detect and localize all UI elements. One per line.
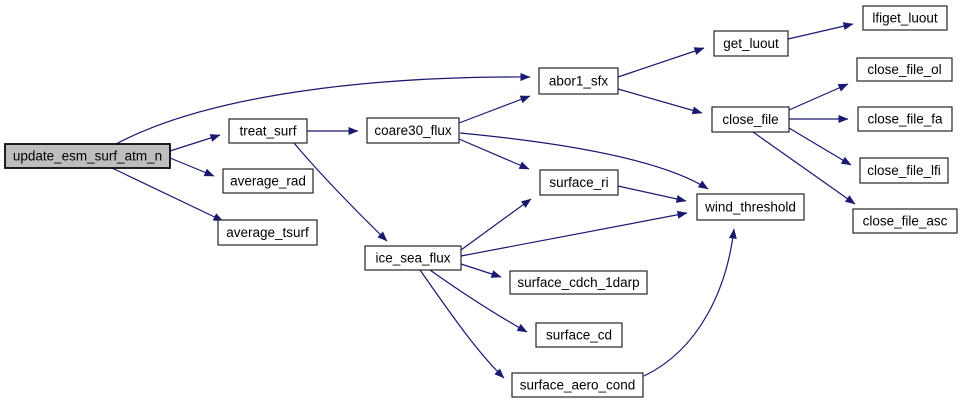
node-box-surface_cdch_1darp[interactable] [509,270,648,295]
edge-ice_sea_flux--wind_threshold [460,210,688,257]
node-box-update_esm_surf_atm_n [4,143,171,169]
edge-close_file--close_file_lfi [788,127,852,166]
node-label-surface_cdch_1darp: surface_cdch_1darp [517,275,639,290]
edge-close_file--close_file_asc [752,131,856,205]
node-surface_aero_cond[interactable]: surface_aero_cond [511,372,644,398]
node-coare30_flux[interactable]: coare30_flux [366,117,460,144]
node-surface_cdch_1darp[interactable]: surface_cdch_1darp [509,270,648,295]
node-box-close_file[interactable] [711,106,790,133]
node-label-wind_threshold: wind_threshold [704,200,796,215]
edge-update_esm_surf_atm_n--abor1_sfx [115,72,531,145]
node-label-close_file_lfi: close_file_lfi [867,163,941,178]
node-label-average_rad: average_rad [230,174,306,189]
node-box-wind_threshold[interactable] [696,193,805,221]
node-close_file_ol[interactable]: close_file_ol [856,57,953,82]
edge-get_luout--lfiget_luout [787,22,854,40]
edge-treat_surf--ice_sea_flux [293,142,388,242]
node-surface_cd[interactable]: surface_cd [535,322,623,348]
edge-ice_sea_flux--surface_cdch_1darp [460,263,502,278]
node-label-ice_sea_flux: ice_sea_flux [375,251,450,266]
node-box-treat_surf[interactable] [228,118,308,144]
edge-update_esm_surf_atm_n--treat_surf [169,134,221,152]
node-label-close_file_ol: close_file_ol [867,62,941,77]
node-box-close_file_lfi[interactable] [859,157,949,184]
node-abor1_sfx[interactable]: abor1_sfx [538,67,619,95]
node-label-close_file: close_file [722,112,778,127]
node-average_tsurf[interactable]: average_tsurf [217,219,318,246]
node-update_esm_surf_atm_n: update_esm_surf_atm_n [4,143,171,169]
node-wind_threshold[interactable]: wind_threshold [696,193,805,221]
node-box-get_luout[interactable] [713,30,789,57]
node-get_luout[interactable]: get_luout [713,30,789,57]
edge-coare30_flux--wind_threshold [459,132,709,190]
edge-ice_sea_flux--surface_aero_cond [419,269,505,379]
node-box-surface_cd[interactable] [535,322,623,348]
node-label-coare30_flux: coare30_flux [374,123,452,138]
nodes-layer: update_esm_surf_atm_n treat_surf average_r… [4,5,958,398]
edge-close_file--close_file_ol [788,83,849,111]
node-close_file[interactable]: close_file [711,106,790,133]
node-box-close_file_ol[interactable] [856,57,953,82]
edge-ice_sea_flux--surface_cd [429,269,528,333]
node-label-surface_cd: surface_cd [546,328,612,343]
edge-update_esm_surf_atm_n--average_tsurf [111,167,224,222]
edge-surface_aero_cond--wind_threshold [643,228,737,377]
node-label-average_tsurf: average_tsurf [226,225,309,240]
node-label-close_file_fa: close_file_fa [867,112,943,127]
node-box-abor1_sfx[interactable] [538,67,619,95]
node-close_file_fa[interactable]: close_file_fa [857,106,953,132]
node-box-lfiget_luout[interactable] [862,5,948,31]
node-label-surface_ri: surface_ri [549,175,608,190]
node-close_file_lfi[interactable]: close_file_lfi [859,157,949,184]
edges-layer [111,22,856,379]
node-box-average_tsurf[interactable] [217,219,318,246]
node-average_rad[interactable]: average_rad [222,168,314,194]
node-surface_ri[interactable]: surface_ri [539,169,619,196]
node-close_file_asc[interactable]: close_file_asc [852,208,958,234]
node-box-surface_aero_cond[interactable] [511,372,644,398]
edge-update_esm_surf_atm_n--average_rad [169,157,215,177]
edge-coare30_flux--abor1_sfx [458,95,531,124]
node-box-ice_sea_flux[interactable] [364,245,462,271]
node-box-surface_ri[interactable] [539,169,619,196]
node-label-get_luout: get_luout [723,36,779,51]
edge-abor1_sfx--close_file [617,88,703,115]
node-label-surface_aero_cond: surface_aero_cond [520,378,636,393]
edge-surface_ri--wind_threshold [617,185,687,203]
node-lfiget_luout[interactable]: lfiget_luout [862,5,948,31]
node-box-coare30_flux[interactable] [366,117,460,144]
node-box-close_file_fa[interactable] [857,106,953,132]
node-label-lfiget_luout: lfiget_luout [872,11,938,26]
edge-ice_sea_flux--surface_ri [460,198,532,251]
node-label-close_file_asc: close_file_asc [863,214,948,229]
node-label-update_esm_surf_atm_n: update_esm_surf_atm_n [13,149,162,164]
edge-coare30_flux--surface_ri [458,138,530,170]
node-box-close_file_asc[interactable] [852,208,958,234]
node-box-average_rad[interactable] [222,168,314,194]
node-label-treat_surf: treat_surf [239,124,296,139]
node-label-abor1_sfx: abor1_sfx [549,74,609,89]
node-ice_sea_flux[interactable]: ice_sea_flux [364,245,462,271]
edge-abor1_sfx--get_luout [617,47,705,78]
node-treat_surf[interactable]: treat_surf [228,118,308,144]
